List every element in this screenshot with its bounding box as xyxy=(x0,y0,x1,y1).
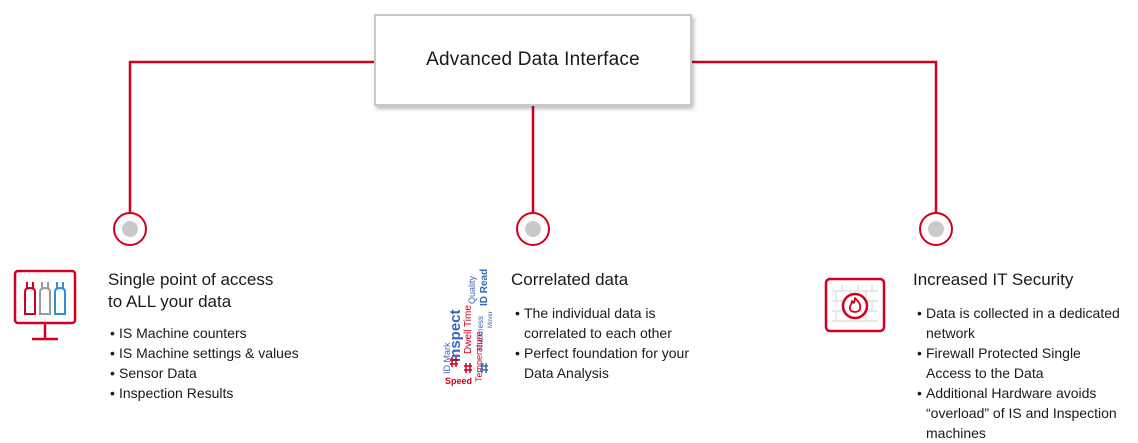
word-cloud-term: Dwell Time xyxy=(463,305,474,354)
heading-line: Correlated data xyxy=(511,270,629,289)
word-cloud-term: Temperature xyxy=(474,331,484,382)
bottles-monitor-icon xyxy=(13,269,77,341)
word-cloud-term: ID Mark xyxy=(442,342,452,374)
heading-data-access: Single point of access to ALL your data xyxy=(108,269,273,313)
list-item: IS Machine settings & values xyxy=(110,343,360,363)
list-item: Data is collected in a dedicated network xyxy=(917,303,1129,343)
word-cloud-term: Quality xyxy=(467,275,477,304)
word-cloud-icon: Inspect Dwell Time Quality ID Read Thick… xyxy=(442,269,494,386)
node-dot xyxy=(525,221,541,237)
connector-left xyxy=(128,60,374,213)
list-item: Inspection Results xyxy=(110,383,360,403)
connector-right xyxy=(692,60,938,213)
bullet-list-it-security: Data is collected in a dedicated network… xyxy=(917,303,1129,443)
heading-line: to ALL your data xyxy=(108,292,232,311)
heading-line: Single point of access xyxy=(108,270,274,289)
word-cloud-term: Thickness xyxy=(476,316,485,352)
heading-it-security: Increased IT Security xyxy=(913,269,1073,291)
word-cloud-term: Speed xyxy=(445,376,472,386)
list-item: IS Machine counters xyxy=(110,323,360,343)
node-dot xyxy=(928,221,944,237)
node-center xyxy=(516,212,550,246)
word-cloud-term: Inspect xyxy=(447,309,464,362)
bullet-list-data-access: IS Machine counters IS Machine settings … xyxy=(110,323,360,403)
node-right xyxy=(919,212,953,246)
list-item: The individual data is correlated to eac… xyxy=(515,303,705,343)
list-item: Firewall Protected Single Access to the … xyxy=(917,343,1129,383)
list-item: Sensor Data xyxy=(110,363,360,383)
word-cloud-term: Mover xyxy=(488,311,494,328)
bullet-list-correlated-data: The individual data is correlated to eac… xyxy=(515,303,705,383)
diagram-title: Advanced Data Interface xyxy=(426,49,640,70)
node-dot xyxy=(122,221,138,237)
node-left xyxy=(113,212,147,246)
title-box: Advanced Data Interface xyxy=(374,14,692,106)
word-cloud-term: ID Read xyxy=(479,269,490,306)
list-item: Additional Hardware avoids “overload” of… xyxy=(917,383,1129,443)
heading-line: Increased IT Security xyxy=(913,270,1074,289)
list-item: Perfect foundation for your Data Analysi… xyxy=(515,343,705,383)
firewall-icon xyxy=(824,277,886,333)
heading-correlated-data: Correlated data xyxy=(511,269,628,291)
